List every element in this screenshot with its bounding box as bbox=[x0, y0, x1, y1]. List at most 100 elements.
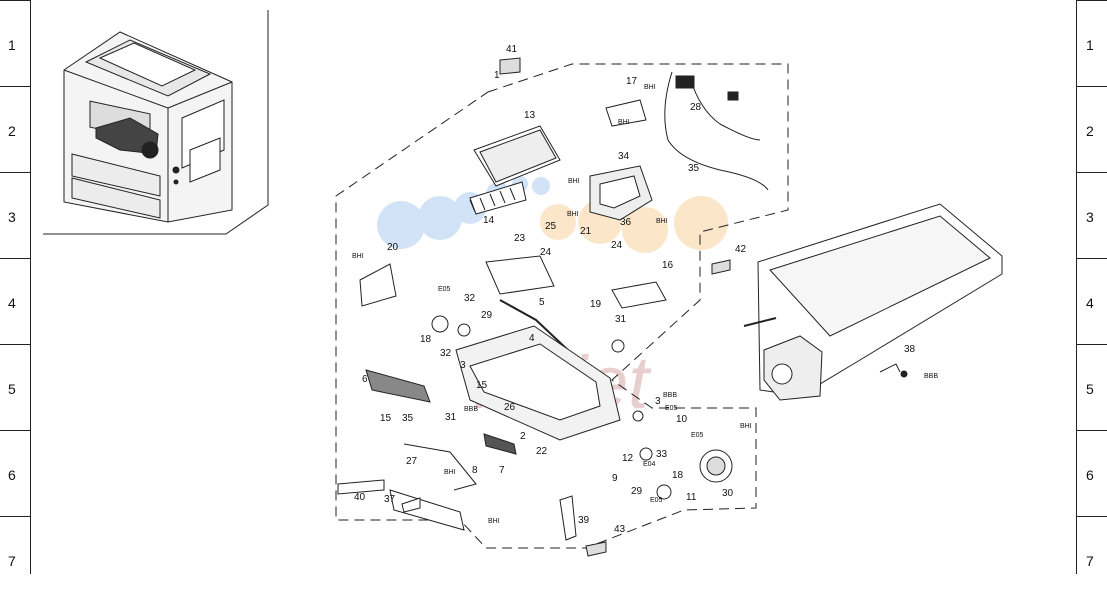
part-callout-label: 18 bbox=[420, 334, 432, 345]
part-callout-label: BHI bbox=[656, 218, 668, 225]
part-callout-label: 41 bbox=[506, 44, 518, 55]
part-callout-label: 39 bbox=[578, 515, 590, 526]
part-callout-label: 42 bbox=[735, 244, 747, 255]
parts bbox=[337, 57, 769, 557]
part-callout-label: 4 bbox=[529, 333, 535, 344]
part-callout-label: 19 bbox=[590, 299, 602, 310]
part-callout-label: 21 bbox=[580, 226, 592, 237]
row-index-label: 2 bbox=[8, 123, 16, 139]
part-callout-label: 29 bbox=[481, 310, 493, 321]
part-callout-label: 18 bbox=[672, 470, 684, 481]
part-callout-label: 30 bbox=[722, 488, 734, 499]
row-index-label: 3 bbox=[1086, 209, 1094, 225]
part-callout-label: 22 bbox=[536, 446, 548, 457]
row-index-label: 6 bbox=[8, 467, 16, 483]
row-index-label: 2 bbox=[1086, 123, 1094, 139]
row-index-cell: 4 bbox=[0, 258, 30, 344]
part-callout-label: BHI bbox=[618, 119, 630, 126]
row-index-label: 7 bbox=[1086, 553, 1094, 569]
row-index-label: 7 bbox=[8, 553, 16, 569]
part-callout-label: BBB bbox=[464, 406, 478, 413]
part-callout-label: 14 bbox=[483, 215, 495, 226]
row-index-label: 6 bbox=[1086, 467, 1094, 483]
part-callout-label: 31 bbox=[445, 412, 457, 423]
part-callout-label: 32 bbox=[440, 348, 452, 359]
part-callout-label: 28 bbox=[690, 102, 702, 113]
part-callout-label: 2 bbox=[520, 431, 526, 442]
part-callout-label: BHI bbox=[567, 211, 579, 218]
part-callout-label: 36 bbox=[620, 217, 632, 228]
part-callout-label: 15 bbox=[476, 380, 488, 391]
part-callout-label: 32 bbox=[464, 293, 476, 304]
copier-overview-inset bbox=[43, 10, 269, 235]
part-callout-label: BBB bbox=[663, 392, 677, 399]
part-callout-label: 5 bbox=[539, 297, 545, 308]
part-callout-label: 1 bbox=[494, 70, 500, 81]
row-index-cell: 5 bbox=[1077, 344, 1107, 430]
part-callout-label: 24 bbox=[540, 247, 552, 258]
part-callout-label: 29 bbox=[631, 486, 643, 497]
row-index-right: 1 2 3 4 5 6 7 bbox=[1076, 0, 1107, 574]
part-callout-label: BHI bbox=[568, 178, 580, 185]
part-callout-label: 7 bbox=[499, 465, 505, 476]
row-index-label: 1 bbox=[1086, 37, 1094, 53]
part-callout-label: E05 bbox=[650, 497, 663, 504]
diagram-canvas: Inkjet bbox=[43, 10, 1003, 557]
part-callout-label: BHI bbox=[740, 423, 752, 430]
part-callout-label: 35 bbox=[402, 413, 414, 424]
part-callout-label: 27 bbox=[406, 456, 418, 467]
row-index-left: 1 2 3 4 5 6 7 bbox=[0, 0, 31, 574]
part-callout-label: 9 bbox=[612, 473, 618, 484]
part-callout-label: 10 bbox=[676, 414, 688, 425]
part-callout-label: BBB bbox=[924, 373, 938, 380]
part-callout-label: 3 bbox=[655, 396, 661, 407]
row-index-cell: 3 bbox=[0, 172, 30, 258]
watermark-circles bbox=[377, 176, 728, 253]
part-callout-label: 31 bbox=[615, 314, 627, 325]
side-frame-assembly bbox=[743, 203, 1003, 401]
part-callout-label: 23 bbox=[514, 233, 526, 244]
row-index-label: 1 bbox=[8, 37, 16, 53]
row-index-label: 5 bbox=[8, 381, 16, 397]
part-callout-label: 12 bbox=[622, 453, 634, 464]
part-callout-label: E05 bbox=[665, 405, 678, 412]
assembly-outline bbox=[335, 63, 789, 549]
row-index-cell: 7 bbox=[0, 516, 30, 602]
part-callout-label: 25 bbox=[545, 221, 557, 232]
part-callout-label: BHI bbox=[644, 84, 656, 91]
row-index-cell: 6 bbox=[1077, 430, 1107, 516]
row-index-cell: 4 bbox=[1077, 258, 1107, 344]
part-callout-label: 35 bbox=[688, 163, 700, 174]
part-callout-label: 17 bbox=[626, 76, 638, 87]
part-callout-label: 20 bbox=[387, 242, 399, 253]
row-index-label: 4 bbox=[1086, 295, 1094, 311]
part-callout-label: 24 bbox=[611, 240, 623, 251]
part-callout-label: E05 bbox=[691, 432, 704, 439]
part-callout-label: 16 bbox=[662, 260, 674, 271]
row-index-label: 5 bbox=[1086, 381, 1094, 397]
row-index-cell: 5 bbox=[0, 344, 30, 430]
row-index-label: 3 bbox=[8, 209, 16, 225]
part-callout-label: E05 bbox=[438, 286, 451, 293]
row-index-cell: 1 bbox=[1077, 0, 1107, 86]
row-index-cell: 3 bbox=[1077, 172, 1107, 258]
part-callout-label: 43 bbox=[614, 524, 626, 535]
part-callout-label: 3 bbox=[460, 360, 466, 371]
part-callout-label: 15 bbox=[380, 413, 392, 424]
part-callout-label: BHI bbox=[488, 518, 500, 525]
part-callout-label: 38 bbox=[904, 344, 916, 355]
part-callout-label: 8 bbox=[472, 465, 478, 476]
part-callout-label: 11 bbox=[686, 492, 697, 503]
part-callout-label: 33 bbox=[656, 449, 668, 460]
part-callout-label: 37 bbox=[384, 494, 396, 505]
part-callout-label: E04 bbox=[643, 461, 656, 468]
row-index-label: 4 bbox=[8, 295, 16, 311]
part-callout-label: 34 bbox=[618, 151, 630, 162]
row-index-cell: 2 bbox=[0, 86, 30, 172]
row-index-cell: 7 bbox=[1077, 516, 1107, 602]
part-callout-label: 40 bbox=[354, 492, 366, 503]
row-index-cell: 1 bbox=[0, 0, 30, 86]
part-callout-label: BHI bbox=[352, 253, 364, 260]
